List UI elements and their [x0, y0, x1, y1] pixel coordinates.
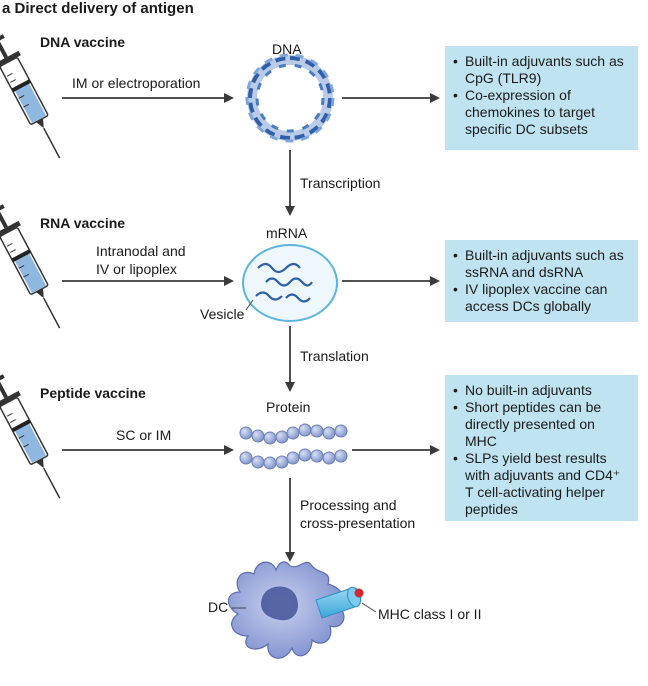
peptide-notes-box: No built-in adjuvants Short peptides can…: [445, 375, 638, 521]
peptide-route-label: SC or IM: [116, 427, 172, 443]
rna-notes-box: Built-in adjuvants such as ssRNA and dsR…: [445, 240, 638, 322]
dna-plasmid-icon: [245, 53, 335, 143]
rna-route-line2: IV or lipoplex: [96, 261, 177, 277]
protein-chains-icon: [239, 423, 348, 470]
rna-vaccine-label: RNA vaccine: [40, 215, 126, 231]
vesicle-label: Vesicle: [200, 306, 245, 322]
dna-route-label: IM or electroporation: [72, 75, 201, 91]
panel-title: a Direct delivery of antigen: [2, 0, 194, 17]
peptide-vaccine-label: Peptide vaccine: [40, 385, 146, 401]
transcription-label: Transcription: [300, 175, 381, 191]
translation-label: Translation: [300, 348, 369, 364]
processing-line1: Processing and: [300, 497, 397, 513]
syringe-icon-dna: [0, 34, 61, 159]
mrna-product-label: mRNA: [266, 225, 308, 241]
rna-route-line1: Intranodal and: [96, 243, 186, 259]
dna-product-label: DNA: [272, 41, 302, 57]
dendritic-cell-icon: [227, 561, 345, 659]
peptide-note-item: No built-in adjuvants: [453, 382, 630, 399]
dna-notes-box: Built-in adjuvants such as CpG (TLR9) Co…: [445, 46, 638, 150]
rna-note-item: Built-in adjuvants such as ssRNA and dsR…: [453, 247, 630, 281]
dna-note-item: Built-in adjuvants such as CpG (TLR9): [453, 53, 630, 87]
dna-note-item: Co-expression of chemokines to target sp…: [453, 87, 630, 138]
mrna-vesicle-icon: [242, 244, 338, 322]
peptide-note-item: Short peptides can be directly presented…: [453, 399, 630, 450]
mhc-molecule-icon: [315, 586, 377, 619]
mhc-label: MHC class I or II: [378, 606, 482, 622]
dna-vaccine-label: DNA vaccine: [40, 34, 126, 50]
peptide-note-item: SLPs yield best results with adjuvants a…: [453, 450, 630, 518]
protein-product-label: Protein: [266, 399, 311, 415]
syringe-icon-peptide: [0, 374, 61, 499]
syringe-icon-rna: [0, 204, 61, 329]
dc-label: DC: [208, 599, 229, 615]
processing-line2: cross-presentation: [300, 515, 416, 531]
rna-note-item: IV lipoplex vaccine can access DCs globa…: [453, 281, 630, 315]
